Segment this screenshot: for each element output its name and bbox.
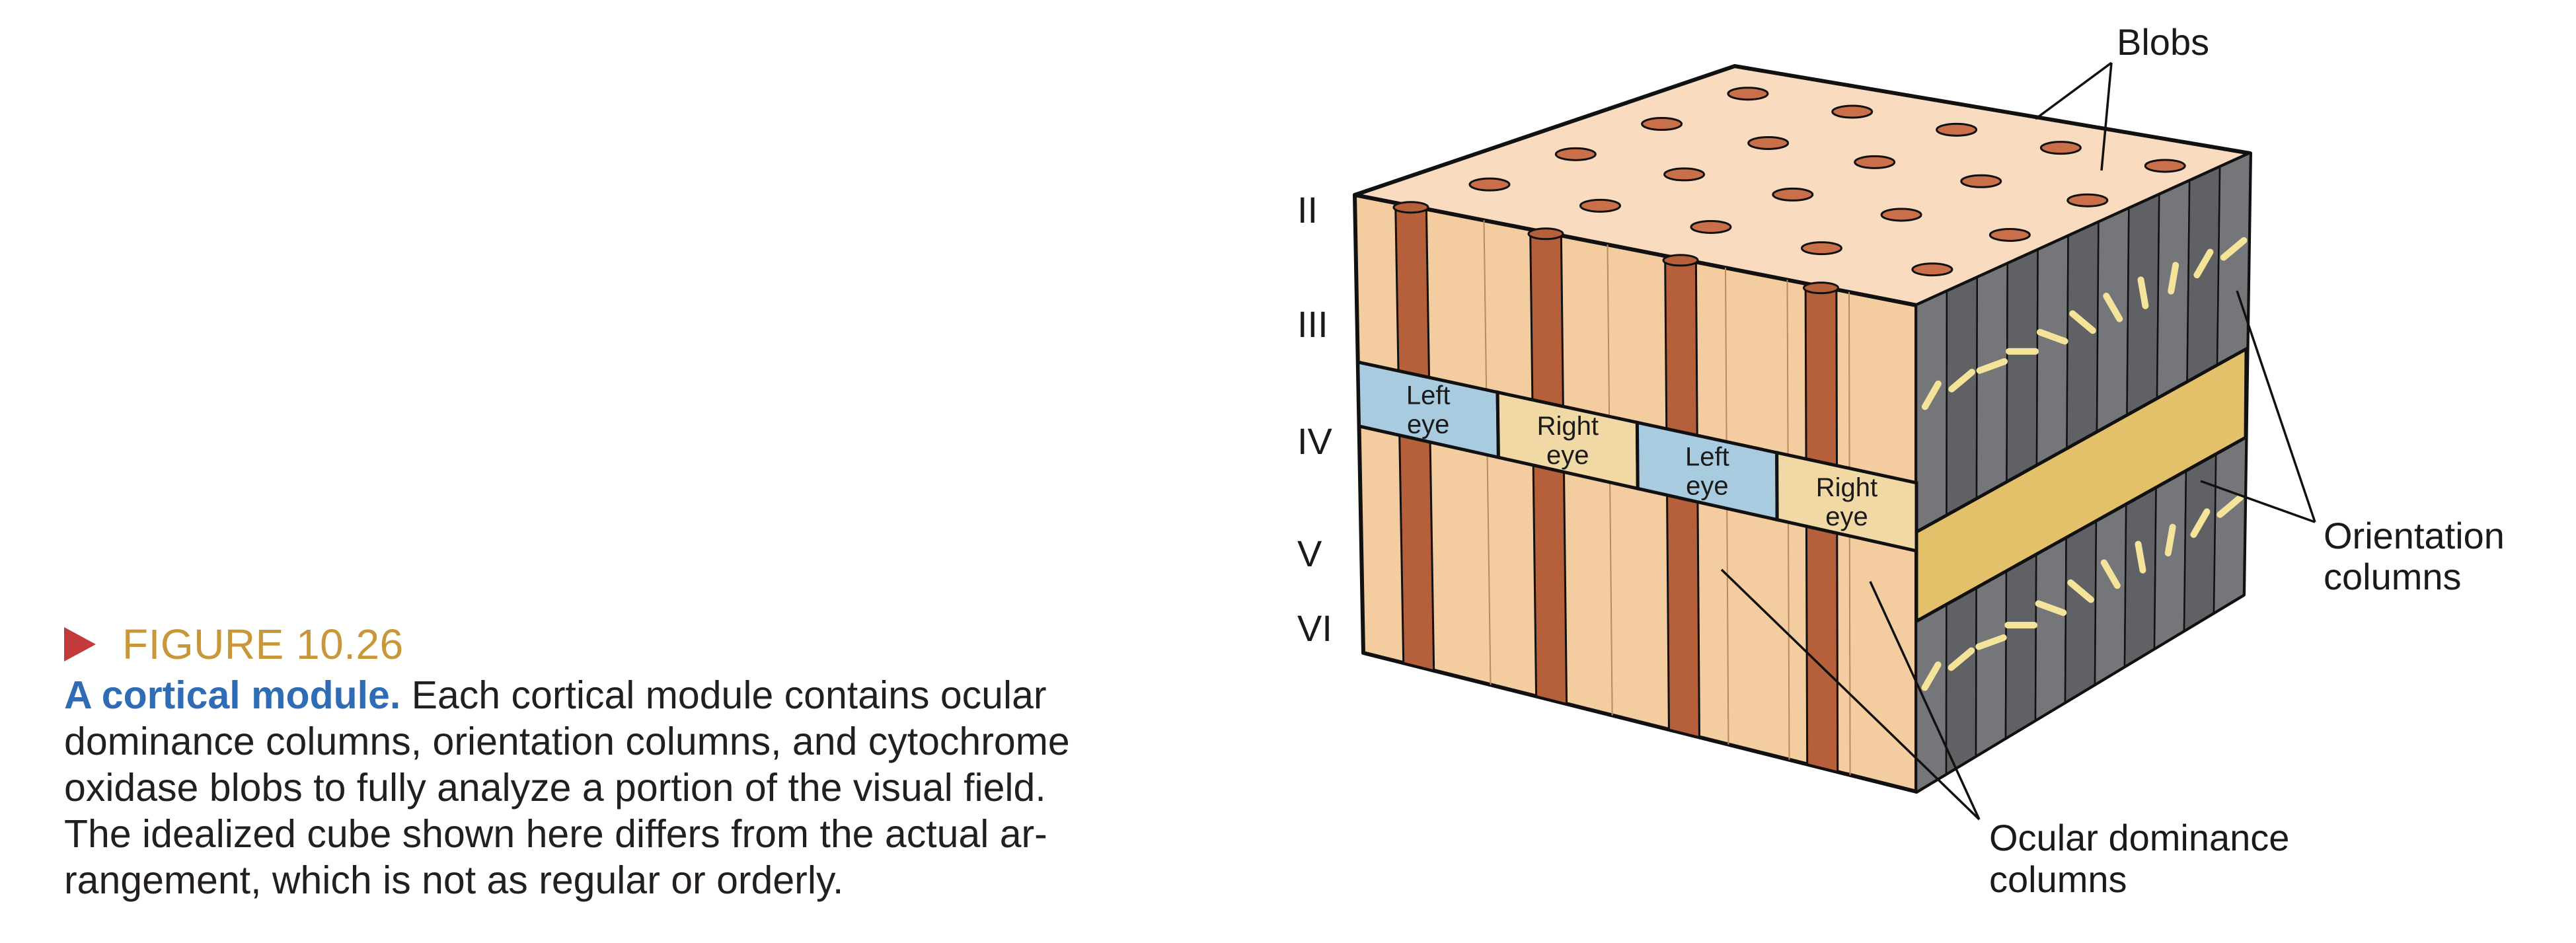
layer-label-iii: III bbox=[1297, 303, 1328, 345]
ocular-band-label-0-line2: eye bbox=[1407, 410, 1450, 439]
figure-heading: FIGURE 10.26 bbox=[64, 618, 1227, 671]
top-blob-15 bbox=[1727, 87, 1769, 101]
blob-column-0-seg-1 bbox=[1398, 434, 1435, 672]
ocular-callout-line1: Ocular dominance bbox=[1989, 817, 2289, 858]
top-face-blobs bbox=[1468, 87, 2186, 277]
figure-marker-icon bbox=[64, 627, 96, 661]
blob-column-top-1 bbox=[1527, 227, 1564, 241]
blob-column-3-seg-1 bbox=[1805, 525, 1839, 773]
blob-column-3-seg-0 bbox=[1804, 282, 1838, 467]
layer-label-ii: II bbox=[1297, 189, 1318, 231]
top-blob-2 bbox=[1690, 219, 1732, 234]
ocular-band-label-0-line1: Left bbox=[1406, 381, 1451, 410]
orientation-tick-1-10 bbox=[2216, 494, 2244, 518]
orientation-tick-1-1 bbox=[1948, 647, 1975, 671]
leader-lines bbox=[1720, 61, 2316, 821]
top-blob-0 bbox=[1468, 177, 1511, 192]
layer-label-v: V bbox=[1297, 533, 1322, 574]
ocular-callout-line2: columns bbox=[1989, 858, 2127, 900]
caption-line-2: dominance columns, orientation columns, … bbox=[64, 720, 1070, 763]
top-blob-17 bbox=[1936, 122, 1978, 137]
caption-text: A cortical module. Each cortical module … bbox=[64, 672, 1227, 903]
figure-caption: FIGURE 10.26 A cortical module. Each cor… bbox=[64, 618, 1227, 903]
layer-label-iv: IV bbox=[1297, 420, 1333, 462]
orientation-tick-1-8 bbox=[2164, 523, 2176, 557]
blob-column-top-0 bbox=[1392, 201, 1429, 214]
caption-line-4: The idealized cube shown here differs fr… bbox=[64, 812, 1047, 856]
orientation-tick-1-7 bbox=[2135, 541, 2146, 574]
caption-lead: A cortical module. bbox=[64, 673, 401, 717]
caption-line-1-text: Each cortical module contains ocular bbox=[400, 673, 1047, 717]
blob-column-2-seg-1 bbox=[1666, 494, 1700, 739]
ocular-band-label-3-line2: eye bbox=[1825, 502, 1868, 531]
blob-column-1-seg-1 bbox=[1532, 464, 1568, 706]
orientation-tick-1-6 bbox=[2100, 559, 2121, 589]
top-blob-18 bbox=[2039, 141, 2082, 155]
orientation-callout-line1: Orientation bbox=[2324, 515, 2505, 556]
ocular-band-label-2-line2: eye bbox=[1686, 472, 1729, 501]
blob-column-top-3 bbox=[1803, 282, 1839, 295]
top-blob-10 bbox=[1641, 117, 1683, 132]
blob-column-0-seg-0 bbox=[1394, 202, 1431, 379]
orientation-tick-0-10 bbox=[2220, 237, 2248, 261]
blob-column-2-seg-0 bbox=[1664, 254, 1698, 437]
orientation-tick-1-9 bbox=[2190, 508, 2211, 538]
top-blob-14 bbox=[2066, 193, 2109, 207]
side-layer-iv-band bbox=[1914, 346, 2248, 624]
orientation-tick-0-8 bbox=[2168, 262, 2179, 295]
orientation-tick-0-4 bbox=[2036, 328, 2068, 345]
top-blob-4 bbox=[1911, 262, 1953, 277]
ocular-band-label-1-line1: Right bbox=[1537, 412, 1599, 441]
top-blob-11 bbox=[1747, 135, 1790, 150]
caption-line-1: A cortical module. Each cortical module … bbox=[64, 672, 1227, 718]
orientation-tick-0-2 bbox=[1976, 358, 2008, 374]
caption-line-3: oxidase blobs to fully analyze a portion… bbox=[64, 766, 1046, 810]
top-blob-8 bbox=[1880, 207, 1922, 222]
figure-number: FIGURE 10.26 bbox=[122, 621, 404, 668]
orientation-tick-1-2 bbox=[1975, 634, 2007, 650]
orientation-tick-0-6 bbox=[2103, 292, 2123, 322]
orientation-callout-line2: columns bbox=[2324, 556, 2462, 597]
orientation-tick-0-9 bbox=[2193, 248, 2214, 279]
top-blob-19 bbox=[2144, 159, 2186, 173]
ocular-band-right-3 bbox=[1775, 450, 1918, 553]
orientation-tick-1-4 bbox=[2035, 600, 2067, 617]
ocular-band-label-3-line1: Right bbox=[1816, 473, 1877, 502]
orientation-tick-0-1 bbox=[1948, 369, 1975, 393]
top-blob-9 bbox=[1989, 227, 2031, 242]
orientation-tick-1-5 bbox=[2067, 579, 2094, 603]
top-blob-5 bbox=[1554, 147, 1597, 161]
top-blob-7 bbox=[1772, 187, 1814, 202]
top-blob-6 bbox=[1663, 167, 1706, 182]
ocular-band-label-2-line1: Left bbox=[1685, 443, 1729, 472]
blob-columns bbox=[1392, 201, 1839, 773]
blob-column-top-2 bbox=[1662, 254, 1699, 267]
top-blob-3 bbox=[1800, 241, 1842, 256]
orientation-tick-1-0 bbox=[1921, 661, 1942, 691]
layer-label-vi: VI bbox=[1297, 607, 1332, 649]
blobs-callout: Blobs bbox=[2117, 21, 2209, 63]
top-blob-1 bbox=[1579, 198, 1621, 213]
top-blob-16 bbox=[1831, 104, 1874, 119]
orientation-tick-0-5 bbox=[2069, 310, 2096, 334]
top-blob-12 bbox=[1854, 155, 1896, 169]
orientation-tick-0-7 bbox=[2137, 276, 2149, 309]
top-blob-13 bbox=[1960, 174, 2002, 188]
blob-column-1-seg-0 bbox=[1529, 228, 1564, 408]
caption-line-5: rangement, which is not as regular or or… bbox=[64, 858, 844, 902]
ocular-band-label-1-line2: eye bbox=[1546, 441, 1589, 470]
orientation-ticks bbox=[1921, 237, 2248, 691]
orientation-tick-0-0 bbox=[1921, 380, 1942, 410]
